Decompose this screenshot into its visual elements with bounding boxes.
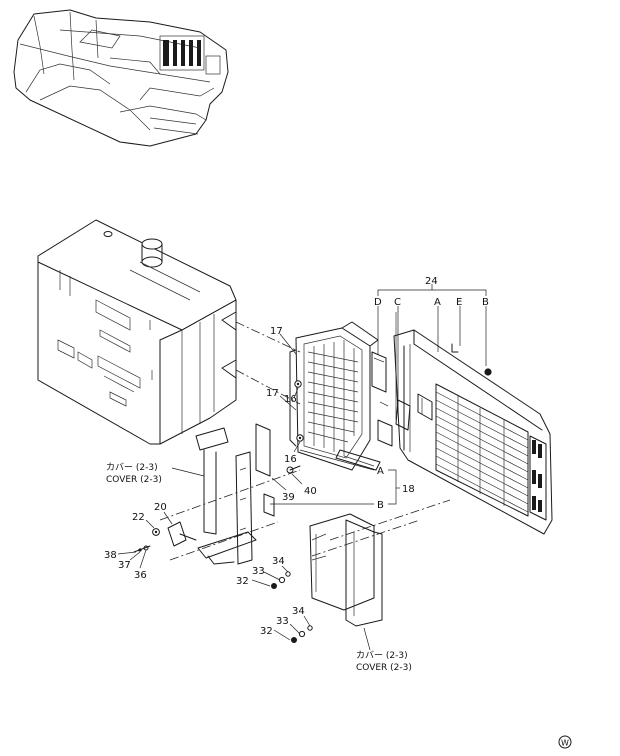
letter-b-top: B — [482, 297, 489, 308]
corner-watermark: W — [558, 735, 572, 749]
callout-34-lower: 34 — [292, 606, 305, 617]
callout-40: 40 — [304, 486, 317, 497]
letter-e: E — [456, 297, 462, 308]
callout-17-upper: 17 — [270, 326, 283, 337]
callout-labels: 24 D C A E B 17 17 16 16 A B 18 39 40 20… — [104, 276, 489, 673]
callout-37: 37 — [118, 560, 131, 571]
corner-mark-letter: W — [561, 739, 569, 748]
callout-17-lower: 17 — [266, 388, 279, 399]
letter-d: D — [374, 297, 382, 308]
screen-panel — [289, 321, 381, 471]
callout-33-lower: 33 — [276, 616, 289, 627]
callout-39: 39 — [282, 492, 295, 503]
callout-16-lower: 16 — [284, 454, 297, 465]
callout-24: 24 — [425, 276, 438, 287]
cover-label-left-en: COVER (2-3) — [106, 475, 162, 485]
callout-22: 22 — [132, 512, 145, 523]
letter-b-side: B — [377, 500, 384, 511]
callout-34-upper: 34 — [272, 556, 285, 567]
letter-a-top: A — [434, 297, 441, 308]
left-bracket-assembly — [159, 423, 301, 565]
engine-housing — [37, 219, 301, 445]
letter-c: C — [394, 297, 401, 308]
lower-cover-plate — [271, 499, 451, 643]
callout-33-upper: 33 — [252, 566, 265, 577]
cover-label-bottom-en: COVER (2-3) — [356, 663, 412, 673]
grille-door — [393, 329, 553, 535]
excavator-overview — [13, 9, 229, 147]
cover-label-left-jp: カバー (2-3) — [106, 462, 158, 473]
callout-36: 36 — [134, 570, 147, 581]
callout-32-upper: 32 — [236, 576, 249, 587]
callout-20: 20 — [154, 502, 167, 513]
callout-32-lower: 32 — [260, 626, 273, 637]
left-hardware — [133, 521, 197, 553]
callout-18: 18 — [402, 484, 415, 495]
letter-a-side: A — [377, 466, 384, 477]
cover-label-bottom-jp: カバー (2-3) — [356, 650, 408, 661]
callout-38: 38 — [104, 550, 117, 561]
callout-16-upper: 16 — [284, 394, 297, 405]
leader-lines — [117, 284, 487, 651]
